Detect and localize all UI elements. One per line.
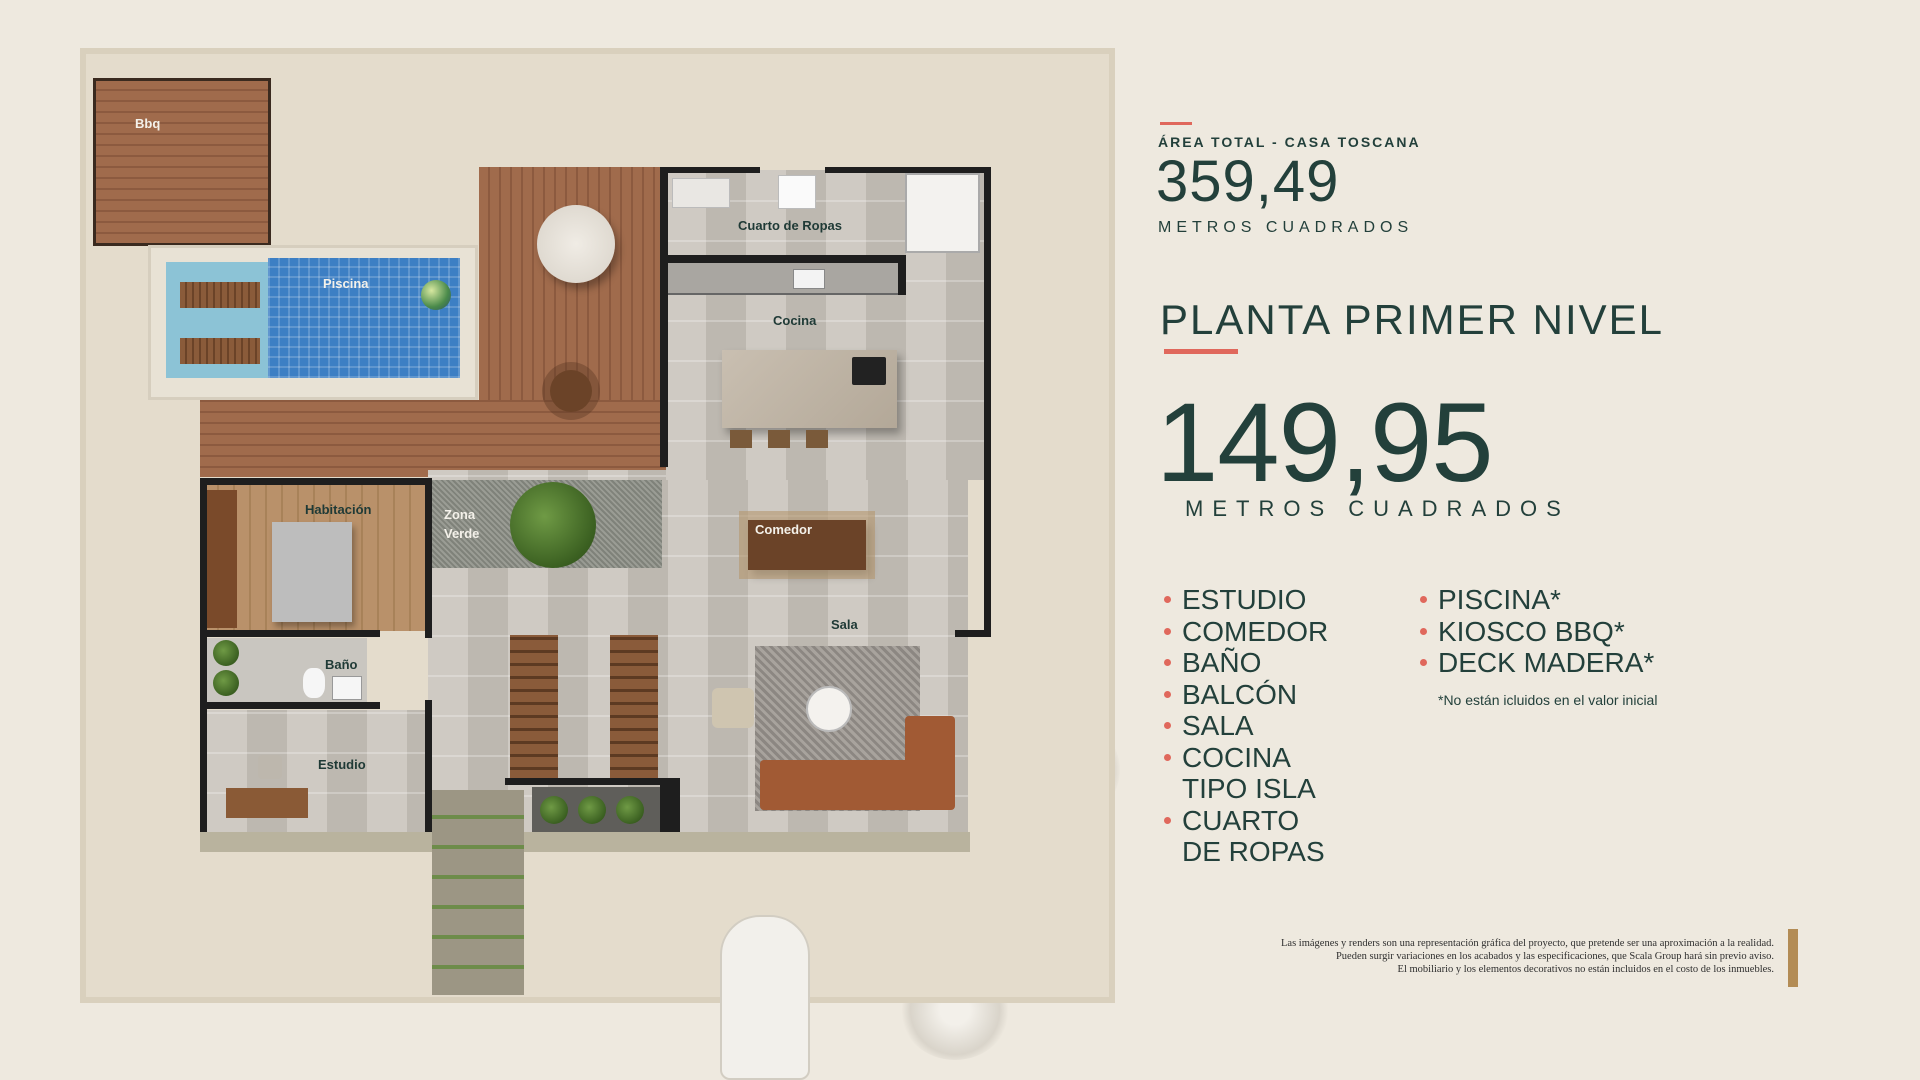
wall <box>425 700 432 848</box>
room-label-cuarto-ropas: Cuarto de Ropas <box>738 218 843 233</box>
wall <box>955 630 991 637</box>
room-label-estudio: Estudio <box>318 757 366 772</box>
coffee-table <box>806 686 852 732</box>
wall <box>200 478 432 485</box>
wall <box>505 778 675 785</box>
wall <box>984 167 991 637</box>
car <box>720 915 810 1080</box>
amenity-item: BALCÓN <box>1164 679 1328 711</box>
wall <box>200 630 380 637</box>
plant <box>540 796 568 824</box>
terrace-deck-lower <box>200 400 666 477</box>
walkway <box>432 790 524 995</box>
disclaimer: Las imágenes y renders son una represent… <box>1281 937 1774 976</box>
accent-line-title <box>1164 349 1238 354</box>
staircase <box>510 635 558 780</box>
cooktop <box>852 357 886 385</box>
closet <box>905 173 980 253</box>
plan-area-value: 149,95 <box>1156 380 1494 505</box>
room-label-cocina: Cocina <box>773 313 817 328</box>
bar-stool <box>730 430 752 448</box>
terrace-table <box>550 370 592 412</box>
plant <box>578 796 606 824</box>
lounger <box>180 282 260 308</box>
room-label-comedor: Comedor <box>755 522 813 537</box>
amenity-item: SALA <box>1164 710 1328 742</box>
room-label-sala: Sala <box>831 617 858 632</box>
amenity-item: KIOSCO BBQ* <box>1420 616 1654 648</box>
room-label-bbq: Bbq <box>135 116 161 131</box>
amenity-item: PISCINA* <box>1420 584 1654 616</box>
area-total-unit: METROS CUADRADOS <box>1158 219 1414 236</box>
room-label-piscina: Piscina <box>323 276 369 291</box>
disclaimer-line: Pueden surgir variaciones en los acabado… <box>1335 951 1774 962</box>
amenity-item: CUARTO DE ROPAS <box>1164 805 1328 868</box>
gold-accent-bar <box>1788 929 1798 987</box>
bush <box>510 482 596 568</box>
area-total-label: ÁREA TOTAL - CASA TOSCANA <box>1158 134 1421 150</box>
area-total-value: 359,49 <box>1156 149 1340 214</box>
wall <box>660 167 760 173</box>
sink-laundry <box>778 175 816 209</box>
amenities-note: *No están icluidos en el valor inicial <box>1438 692 1658 708</box>
amenity-item: BAÑO <box>1164 647 1328 679</box>
armchair <box>712 688 754 728</box>
wall <box>425 478 432 638</box>
amenities-list-right: PISCINA* KIOSCO BBQ* DECK MADERA* <box>1420 584 1654 679</box>
wall <box>200 702 380 709</box>
accent-line-top <box>1160 122 1192 125</box>
staircase <box>610 635 658 780</box>
amenity-item: ESTUDIO <box>1164 584 1328 616</box>
dining-table <box>748 520 866 570</box>
amenity-item: COCINA TIPO ISLA <box>1164 742 1328 805</box>
bar-stool <box>768 430 790 448</box>
sofa <box>760 760 920 810</box>
amenity-item: COMEDOR <box>1164 616 1328 648</box>
pool <box>268 258 460 378</box>
plan-area-unit: METROS CUADRADOS <box>1185 496 1570 521</box>
lounger <box>180 338 260 364</box>
bar-stool <box>806 430 828 448</box>
desk <box>226 788 308 818</box>
umbrella <box>537 205 615 283</box>
house-base <box>200 832 970 852</box>
wall <box>200 478 207 848</box>
sofa-side <box>905 716 955 810</box>
bathroom-sink <box>332 676 362 700</box>
wall <box>825 167 990 173</box>
bbq-deck <box>93 78 271 246</box>
plant <box>213 640 239 666</box>
plan-title: PLANTA PRIMER NIVEL <box>1160 296 1665 343</box>
bed <box>272 522 352 622</box>
amenity-item: DECK MADERA* <box>1420 647 1654 679</box>
room-label-bano: Baño <box>325 657 358 672</box>
plant <box>213 670 239 696</box>
disclaimer-line: Las imágenes y renders son una represent… <box>1281 938 1774 949</box>
plant <box>616 796 644 824</box>
disclaimer-line: El mobiliario y los elementos decorativo… <box>1397 964 1774 975</box>
wall <box>666 255 906 263</box>
wall <box>660 778 680 848</box>
pool-ball <box>421 280 451 310</box>
room-label-zona-verde: Zona Verde <box>444 507 480 541</box>
kitchen-counter <box>668 263 898 295</box>
toilet <box>303 668 325 698</box>
floor-plan: Bbq Piscina Cuarto de Ropas Cocina Comed… <box>80 48 1120 1080</box>
desk-chair <box>258 755 282 779</box>
wall <box>898 255 906 295</box>
room-label-habitacion: Habitación <box>305 502 372 517</box>
amenities-list-left: ESTUDIO COMEDOR BAÑO BALCÓN SALA COCINA … <box>1164 584 1328 868</box>
wardrobe <box>207 490 237 628</box>
wall <box>660 167 668 467</box>
kitchen-sink <box>793 269 825 289</box>
washer <box>672 178 730 208</box>
